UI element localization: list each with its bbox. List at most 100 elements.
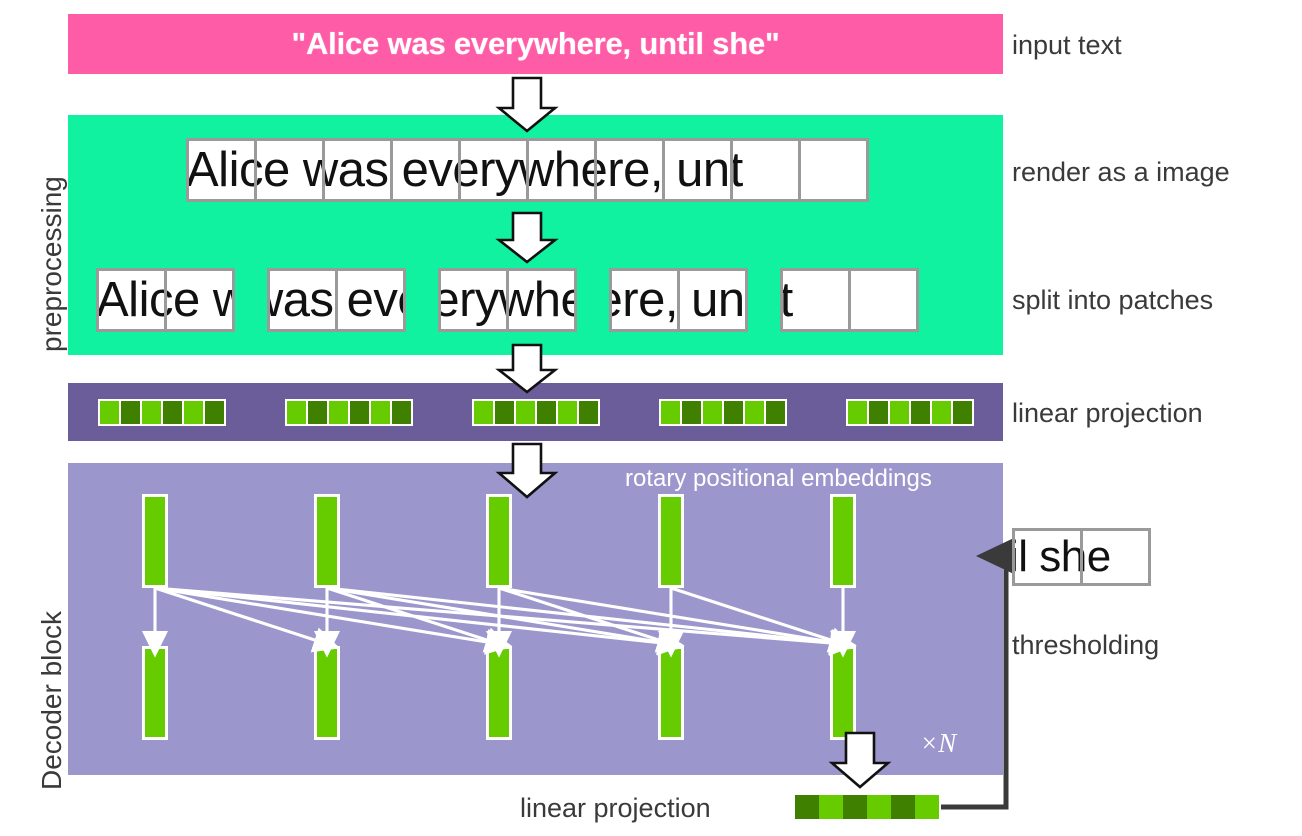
text-patch-cell: Alice was everywhere, unt — [270, 271, 335, 329]
text-patch-cell: Alice was everywhere, unt — [325, 141, 390, 199]
projection-cell — [847, 400, 867, 424]
label-preprocessing: preprocessing — [36, 176, 67, 352]
patch-glyphs: Alice was everywhere, unt — [461, 143, 526, 197]
decoder-output-token-bar — [486, 646, 512, 740]
label-linear-projection: linear projection — [1012, 398, 1203, 428]
input-text-value: "Alice was everywhere, until she" — [291, 26, 780, 61]
decoder-output-token-bar — [830, 646, 856, 740]
projection-cell — [515, 400, 535, 424]
decoder-input-token-bar — [486, 494, 512, 588]
input-text-band: "Alice was everywhere, until she" — [68, 14, 1003, 74]
projection-token-group — [97, 398, 226, 426]
patch-glyphs: Alice was everywhere, unt — [338, 273, 403, 327]
text-patch-cell: Alice was everywhere, unt — [99, 271, 164, 329]
projection-cell — [328, 400, 348, 424]
patch-glyphs: Alice was everywhere, unt — [167, 273, 232, 327]
patch-glyphs: il she — [1015, 532, 1080, 581]
text-patch-cell: Alice was everywhere, unt — [338, 271, 403, 329]
text-patch-cell: Alice was everywhere, unt — [597, 141, 662, 199]
projection-cell — [952, 400, 972, 424]
text-patch-cell: Alice was everywhere, unt — [441, 271, 506, 329]
repeat-n-label: ×N — [920, 728, 957, 758]
patch-glyphs: il she — [1083, 532, 1111, 581]
image-patch: Alice was everywhere, unt Alice was every… — [780, 268, 919, 332]
label-render-as-image: render as a image — [1012, 157, 1230, 187]
text-patch-cell: Alice was everywhere, unt — [189, 141, 254, 199]
decoder-input-token-bar — [830, 494, 856, 588]
patch-glyphs: Alice was everywhere, unt — [441, 273, 506, 327]
output-text-box: il sheil she — [1012, 528, 1151, 586]
patch-glyphs: Alice was everywhere, unt — [665, 143, 730, 197]
decoder-block-band — [68, 463, 1003, 775]
text-patch-cell: Alice was everywhere, unt — [529, 141, 594, 199]
patch-glyphs: Alice was everywhere, unt — [509, 273, 574, 327]
text-patch-cell: Alice was everywhere, unt — [167, 271, 232, 329]
decoder-output-token-bar — [314, 646, 340, 740]
linear-projection-groups — [68, 383, 1003, 441]
text-patch-cell: Alice was everywhere, unt — [680, 271, 745, 329]
patch-glyphs: Alice was everywhere, unt — [733, 143, 743, 197]
projection-cell — [681, 400, 701, 424]
label-thresholding: thresholding — [1012, 630, 1160, 660]
projection-cell — [536, 400, 556, 424]
projection-cell — [391, 400, 411, 424]
projection-cell — [183, 400, 203, 424]
projection-cell — [723, 400, 743, 424]
text-patch-cell: Alice was everywhere, unt — [801, 141, 866, 199]
patch-glyphs: Alice was everywhere, unt — [270, 273, 335, 327]
decoder-output-token-bar — [658, 646, 684, 740]
projection-cell — [557, 400, 577, 424]
projection-cell — [473, 400, 493, 424]
bottom-projection-cell — [891, 795, 915, 819]
projection-cell — [702, 400, 722, 424]
text-patch-cell: Alice was everywhere, unt — [509, 271, 574, 329]
projection-cell — [910, 400, 930, 424]
patch-glyphs: Alice was everywhere, unt — [325, 143, 390, 197]
text-patch-cell: il she — [1015, 531, 1080, 583]
projection-token-group — [845, 398, 974, 426]
projection-cell — [765, 400, 785, 424]
patch-glyphs: Alice was everywhere, unt — [189, 143, 254, 197]
decoder-input-token-bar — [142, 494, 168, 588]
projection-cell — [349, 400, 369, 424]
projection-cell — [141, 400, 161, 424]
text-patch-cell: Alice was everywhere, unt — [393, 141, 458, 199]
label-decoder-block: Decoder block — [36, 611, 67, 790]
projection-cell — [578, 400, 598, 424]
projection-token-group — [658, 398, 787, 426]
decoder-input-token-bar — [314, 494, 340, 588]
label-input-text: input text — [1012, 30, 1122, 60]
text-patch-cell: Alice was everywhere, unt — [783, 271, 848, 329]
label-split-into-patches: split into patches — [1012, 285, 1214, 315]
patch-glyphs: Alice was everywhere, unt — [257, 143, 322, 197]
text-patch-cell: il she — [1083, 531, 1148, 583]
patch-glyphs: Alice was everywhere, unt — [783, 273, 793, 327]
patch-glyphs: Alice was everywhere, unt — [529, 143, 594, 197]
bottom-projection-cell — [867, 795, 891, 819]
text-patch-cell: Alice was everywhere, unt — [461, 141, 526, 199]
label-bottom-linear-projection: linear projection — [520, 793, 711, 823]
patch-glyphs: Alice was everywhere, unt — [597, 143, 662, 197]
projection-cell — [868, 400, 888, 424]
bottom-projection-cell — [819, 795, 843, 819]
text-patch-cell: Alice was everywhere, unt — [665, 141, 730, 199]
bottom-projection-cell — [795, 795, 819, 819]
text-patch-cell: Alice was everywhere, unt — [257, 141, 322, 199]
projection-cell — [494, 400, 514, 424]
bottom-linear-projection-squares — [795, 795, 939, 819]
text-patch-cell: Alice was everywhere, unt — [612, 271, 677, 329]
text-patch-cell: Alice was everywhere, unt — [851, 271, 916, 329]
rotary-positional-embeddings-label: rotary positional embeddings — [625, 465, 932, 492]
text-patch-cell: Alice was everywhere, unt — [733, 141, 798, 199]
projection-cell — [120, 400, 140, 424]
patch-glyphs: Alice was everywhere, unt — [612, 273, 677, 327]
projection-cell — [744, 400, 764, 424]
patch-glyphs: Alice was everywhere, unt — [680, 273, 745, 327]
projection-cell — [370, 400, 390, 424]
patch-glyphs: Alice was everywhere, unt — [393, 143, 458, 197]
